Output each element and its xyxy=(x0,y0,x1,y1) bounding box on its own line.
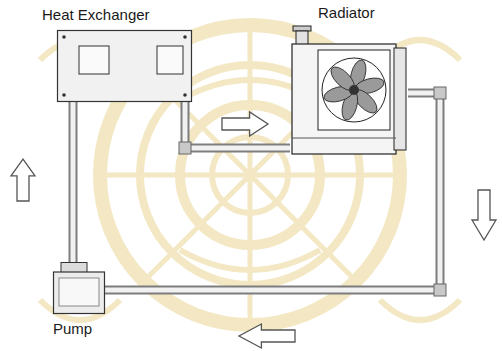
radiator-frame xyxy=(292,44,396,154)
pipe-bore xyxy=(185,102,290,148)
radiator-base xyxy=(292,138,396,139)
pipe-wall xyxy=(185,102,290,148)
node-outline xyxy=(53,262,105,314)
bolt-dot xyxy=(183,93,187,97)
coolant-pipe xyxy=(11,102,73,262)
pump-inlet xyxy=(61,263,87,273)
flow-arrow xyxy=(472,190,496,240)
heat-exchanger-box: Heat Exchanger xyxy=(57,30,192,102)
pipe-elbow xyxy=(434,284,446,296)
exchanger-port xyxy=(157,46,183,74)
fan-housing xyxy=(318,50,390,130)
flow-arrow xyxy=(11,159,35,201)
pump-panel xyxy=(59,278,99,306)
pipe-elbow xyxy=(179,142,191,154)
bolt-dot xyxy=(62,35,66,39)
fan-blade xyxy=(327,63,358,94)
component-label: Heat Exchanger xyxy=(42,6,150,24)
node-outline xyxy=(57,30,192,102)
bolt-dot xyxy=(62,93,66,97)
radiator-neck xyxy=(296,31,308,45)
pump-box: Pump xyxy=(53,262,105,314)
radiator-unit: Radiator xyxy=(290,38,408,156)
flow-arrow xyxy=(239,324,295,348)
pipe-bore xyxy=(71,102,76,262)
radiator-tank xyxy=(394,48,406,150)
exchanger-port xyxy=(79,46,109,74)
component-label: Pump xyxy=(53,320,92,338)
pipe-wall xyxy=(69,102,78,262)
coolant-pipe xyxy=(179,102,290,154)
fan-hub xyxy=(349,85,359,95)
radiator-cap xyxy=(293,26,311,31)
flow-arrow xyxy=(222,112,268,136)
bolt-dot xyxy=(183,35,187,39)
pump-body xyxy=(54,272,105,314)
component-label: Radiator xyxy=(318,4,375,22)
node-outline xyxy=(290,38,408,156)
pipe-elbow xyxy=(434,87,446,99)
fan-ring xyxy=(322,58,386,122)
exchanger-housing xyxy=(58,31,192,102)
